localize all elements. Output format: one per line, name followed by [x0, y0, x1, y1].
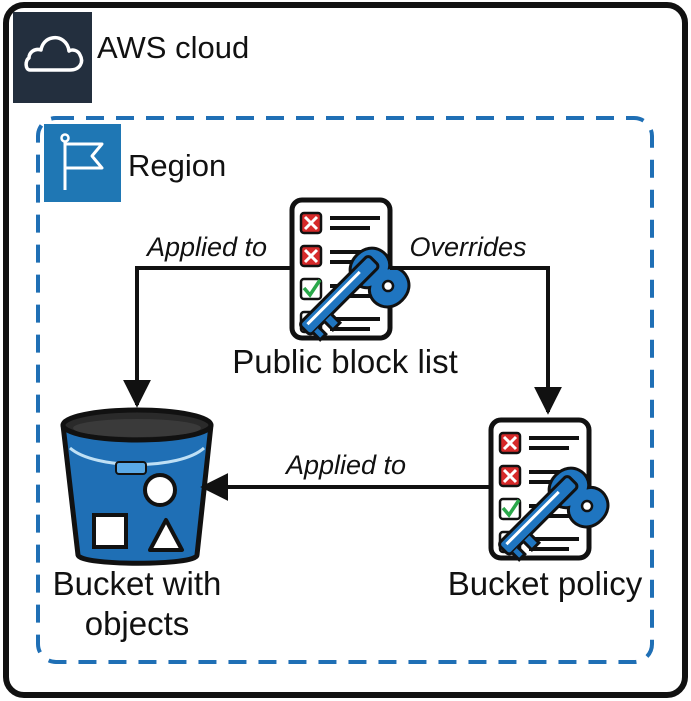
edge-policy-to-bucket-label: Applied to	[284, 450, 406, 480]
edge-block-to-bucket-label: Applied to	[145, 232, 267, 262]
public-block-list-label: Public block list	[232, 343, 458, 380]
region-badge	[44, 124, 121, 202]
bucket-label-line1: Bucket with	[53, 565, 222, 602]
cloud-icon	[24, 35, 84, 72]
flag-icon	[60, 133, 104, 190]
bucket-icon	[60, 407, 214, 566]
edge-block-to-bucket	[123, 266, 292, 408]
edge-block-to-policy-label: Overrides	[409, 232, 526, 262]
cloud-label: AWS cloud	[97, 30, 249, 65]
bucket-policy-label: Bucket policy	[448, 565, 643, 602]
bucket-label-line2: objects	[85, 605, 190, 642]
region-label: Region	[128, 148, 226, 183]
edge-block-to-policy	[390, 266, 562, 415]
cloud-badge	[13, 12, 92, 103]
